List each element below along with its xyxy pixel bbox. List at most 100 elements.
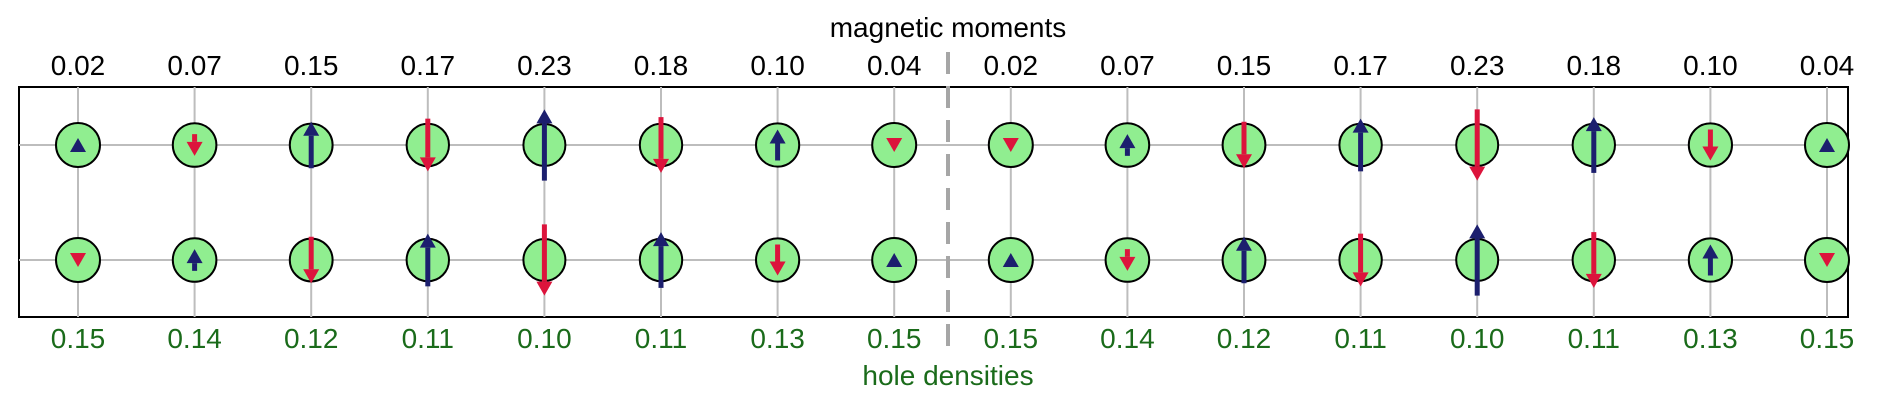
magnetic-moment-label: 0.18: [634, 50, 689, 81]
spin-down-arrow: [70, 253, 86, 267]
hole-density-label: 0.14: [1100, 323, 1155, 354]
lattice-site: [1804, 237, 1850, 283]
spin-up-arrow: [536, 109, 553, 181]
arrow-head: [419, 233, 436, 248]
lattice-site: [171, 122, 218, 168]
lattice-site: [1338, 118, 1383, 172]
arrow-head: [70, 253, 86, 267]
magnetic-moment-label: 0.07: [167, 50, 222, 81]
hole-density-label: 0.13: [750, 323, 805, 354]
magnetic-moment-label: 0.18: [1567, 50, 1622, 81]
hole-density-label: 0.12: [284, 323, 339, 354]
magnetic-moment-labels: 0.02 0.07 0.15 0.17 0.23 0.18 0.10 0.04 0.02 0.07…: [51, 50, 1855, 81]
arrow-head: [653, 232, 669, 247]
lattice-grid: [19, 87, 1848, 317]
magnetic-moment-label: 0.02: [984, 50, 1039, 81]
spin-down-arrow: [1352, 233, 1369, 287]
lattice-site: [55, 122, 101, 168]
lattice-site: [987, 122, 1034, 168]
magnetic-moment-label: 0.10: [750, 50, 805, 81]
arrow-head: [886, 138, 903, 152]
arrow-head: [1002, 253, 1019, 267]
arrow-head: [1702, 244, 1719, 259]
magnetic-moment-label: 0.04: [1800, 50, 1855, 81]
lattice-site: [638, 117, 684, 173]
lattice-site: [1221, 121, 1267, 169]
spin-up-arrow: [769, 129, 786, 161]
lattice-site: [755, 122, 801, 168]
hole-density-label: 0.12: [1217, 323, 1272, 354]
arrow-head: [536, 109, 553, 124]
lattice-site: [1687, 237, 1734, 283]
spin-up-arrow: [1469, 224, 1486, 296]
spin-down-arrow: [1002, 138, 1019, 152]
lattice-site: [755, 237, 801, 283]
lattice-site: [522, 224, 567, 296]
arrow-head: [653, 158, 669, 173]
arrow-head: [769, 261, 786, 276]
spin-down-arrow: [186, 134, 203, 156]
hole-density-label: 0.11: [402, 323, 454, 354]
lattice-site: [522, 109, 567, 181]
arrow-head: [1236, 154, 1252, 169]
arrow-head: [1585, 273, 1602, 288]
spin-up-arrow: [1002, 253, 1019, 267]
magnetic-moment-label: 0.23: [1450, 50, 1505, 81]
lattice-site: [171, 237, 218, 283]
lattice-site: [288, 236, 334, 284]
arrow-head: [1819, 138, 1835, 152]
hole-density-label: 0.15: [51, 323, 106, 354]
spin-down-arrow: [1585, 232, 1602, 288]
lattice-site: [1687, 122, 1734, 168]
arrow-head: [1119, 134, 1136, 149]
arrow-head: [186, 141, 203, 156]
spin-down-arrow: [536, 224, 553, 296]
lattice-site: [1571, 232, 1617, 288]
spin-down-arrow: [1236, 121, 1252, 169]
spin-down-arrow: [1702, 129, 1719, 161]
magnetic-moment-label: 0.15: [1217, 50, 1272, 81]
spin-up-arrow: [1236, 236, 1252, 284]
arrow-head: [1352, 118, 1369, 133]
lattice-site: [1104, 122, 1151, 168]
arrow-head: [1469, 166, 1486, 181]
spin-up-arrow: [70, 138, 86, 152]
lattice-site: [55, 237, 101, 283]
hole-density-label: 0.14: [167, 323, 222, 354]
lattice-site: [1571, 117, 1617, 173]
spin-down-arrow: [1119, 249, 1136, 271]
lattice-site: [405, 118, 450, 172]
spin-down-arrow: [769, 244, 786, 276]
lattice-site: [405, 233, 450, 287]
magnetic-moment-label: 0.07: [1100, 50, 1155, 81]
spin-down-arrow: [653, 117, 669, 173]
magnetic-moment-label: 0.15: [284, 50, 339, 81]
spin-up-arrow: [419, 233, 436, 287]
hole-density-label: 0.15: [1800, 323, 1855, 354]
lattice-site: [1104, 237, 1151, 283]
magnetic-moment-label: 0.04: [867, 50, 922, 81]
lattice-frame: [18, 86, 1849, 318]
lattice-site: [638, 232, 684, 288]
arrow-head: [536, 281, 553, 296]
lattice-site: [1455, 224, 1500, 296]
lattice-sites: [55, 109, 1850, 296]
arrow-head: [1002, 138, 1019, 152]
spin-up-arrow: [303, 121, 320, 169]
arrow-head: [186, 249, 203, 264]
lattice-site: [987, 237, 1034, 283]
spin-down-arrow: [886, 138, 903, 152]
hole-density-label: 0.11: [1334, 323, 1386, 354]
arrow-head: [1585, 117, 1602, 132]
hole-density-label: 0.11: [1568, 323, 1620, 354]
arrow-head: [1352, 272, 1369, 287]
arrow-head: [1119, 256, 1136, 271]
lattice-site: [1455, 109, 1500, 181]
spin-up-arrow: [1819, 138, 1835, 152]
magnetic-moment-label: 0.02: [51, 50, 106, 81]
title-magnetic-moments: magnetic moments: [830, 12, 1067, 43]
magnetic-moment-label: 0.17: [401, 50, 456, 81]
spin-up-arrow: [653, 232, 669, 288]
